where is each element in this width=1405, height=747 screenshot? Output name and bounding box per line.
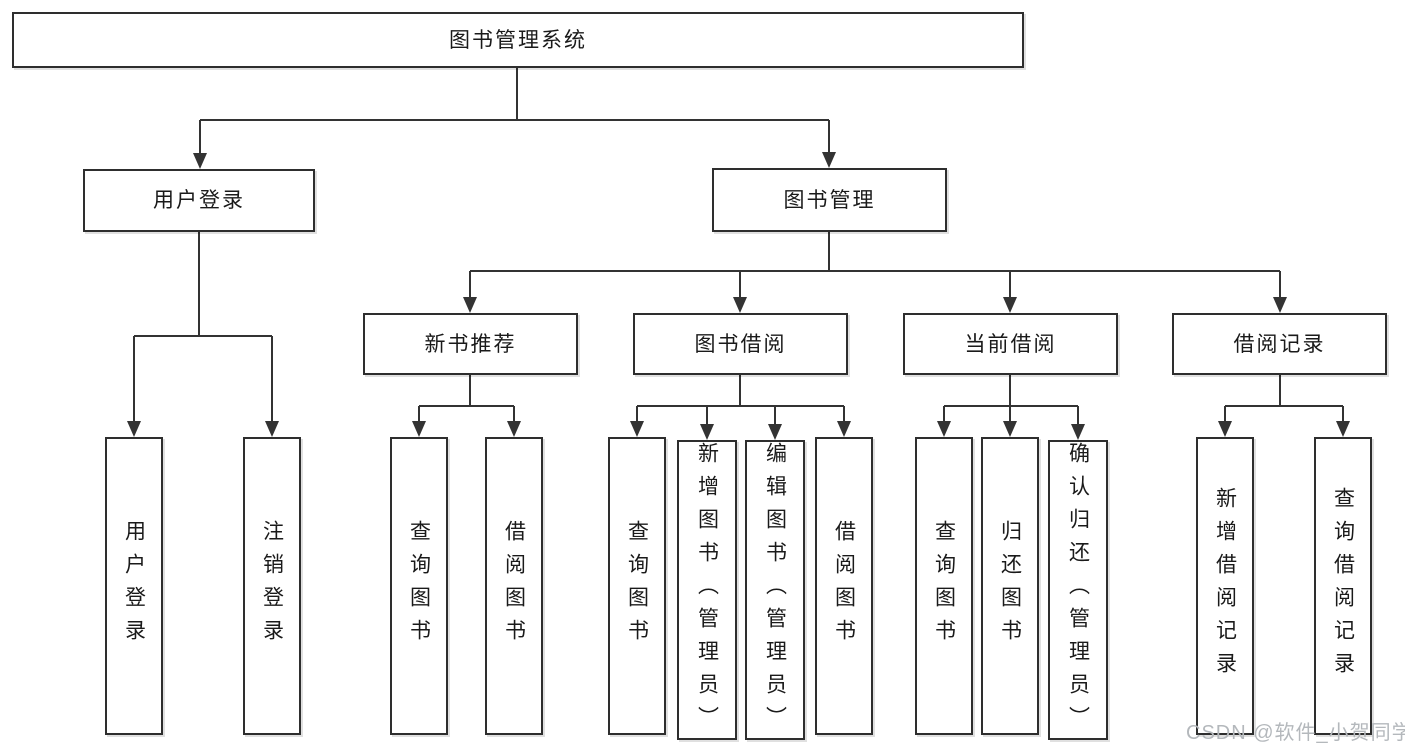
csdn-watermark: CSDN @软件_小贺同学	[1186, 722, 1405, 744]
node-new-book-recommendation: 新书推荐	[363, 313, 578, 375]
leaf-borrow-books-recommend: 借阅图书	[485, 437, 543, 735]
node-user-login: 用户登录	[83, 169, 315, 232]
node-borrowing-records: 借阅记录	[1172, 313, 1387, 375]
node-book-management: 图书管理	[712, 168, 947, 232]
leaf-query-books-borrow: 查询图书	[608, 437, 666, 735]
leaf-add-borrow-record: 新增借阅记录	[1196, 437, 1254, 735]
node-book-borrowing: 图书借阅	[633, 313, 848, 375]
leaf-edit-books-admin: 编辑图书（管理员）	[745, 440, 805, 740]
leaf-borrow-books: 借阅图书	[815, 437, 873, 735]
leaf-add-books-admin: 新增图书（管理员）	[677, 440, 737, 740]
node-current-borrowing: 当前借阅	[903, 313, 1118, 375]
leaf-query-books-recommend: 查询图书	[390, 437, 448, 735]
node-library-management-system: 图书管理系统	[12, 12, 1024, 68]
leaf-confirm-return-admin: 确认归还（管理员）	[1048, 440, 1108, 740]
leaf-logout: 注销登录	[243, 437, 301, 735]
leaf-query-borrow-record: 查询借阅记录	[1314, 437, 1372, 735]
leaf-return-books: 归还图书	[981, 437, 1039, 735]
leaf-query-books-current: 查询图书	[915, 437, 973, 735]
leaf-user-login: 用户登录	[105, 437, 163, 735]
